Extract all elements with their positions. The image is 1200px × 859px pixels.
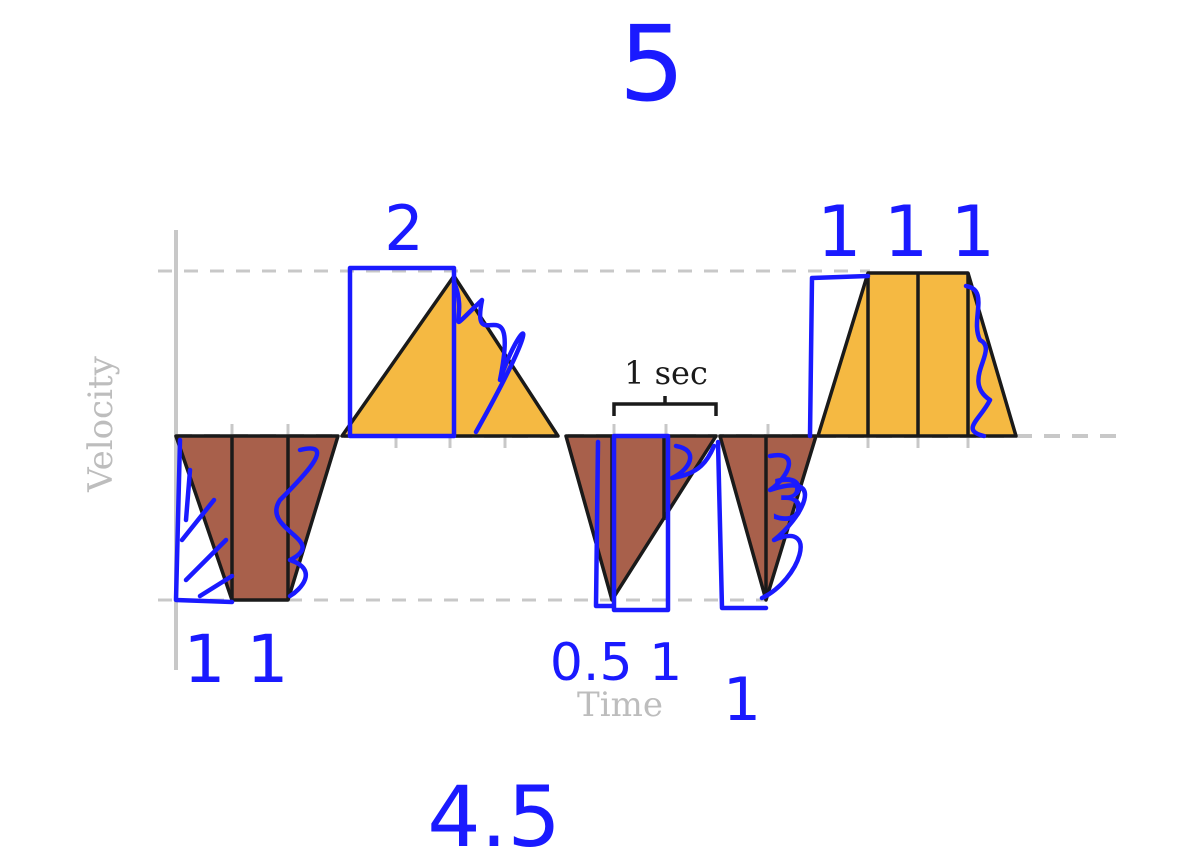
ink-right-small: 3 <box>770 466 807 534</box>
ink-scribble-1 <box>451 279 526 435</box>
ink-box-negative-right <box>715 439 769 611</box>
positive-triangle-1 <box>340 274 560 438</box>
ink-scribble-4 <box>669 443 717 481</box>
one-second-bracket <box>612 396 718 416</box>
ink-box-negative-mid <box>611 433 671 613</box>
ink-box-positive-right <box>807 273 871 439</box>
negative-triangle-2 <box>718 434 818 602</box>
x-axis-label: Time <box>577 685 663 725</box>
ink-middle-bottom: 0.5 1 <box>550 633 682 693</box>
ink-scribble-2 <box>274 446 320 599</box>
ink-bottom-left: 1 1 <box>184 621 289 698</box>
negative-triangle-1 <box>564 434 718 602</box>
ink-box-negative-mid-left <box>593 439 615 609</box>
handwritten-annotations: 5 4.5 1 1 0.5 1 1 2 1 1 1 3 <box>173 3 995 859</box>
y-axis-label: Velocity <box>81 355 121 492</box>
ink-top-total: 5 <box>619 3 685 125</box>
ink-bottom-total: 4.5 <box>427 768 561 859</box>
ink-scribble-6 <box>963 283 993 439</box>
ink-scribble-5 <box>759 452 808 601</box>
ink-top-right: 1 1 1 <box>817 191 995 273</box>
velocity-areas <box>174 271 1018 602</box>
ink-box-left-1 <box>173 437 235 605</box>
ink-right-bottom: 1 <box>723 665 761 735</box>
ink-scribble-3 <box>179 467 235 599</box>
ink-top-middle: 2 <box>384 192 423 265</box>
scale-label: 1 sec <box>624 354 708 392</box>
ink-box-positive-1 <box>347 265 457 439</box>
